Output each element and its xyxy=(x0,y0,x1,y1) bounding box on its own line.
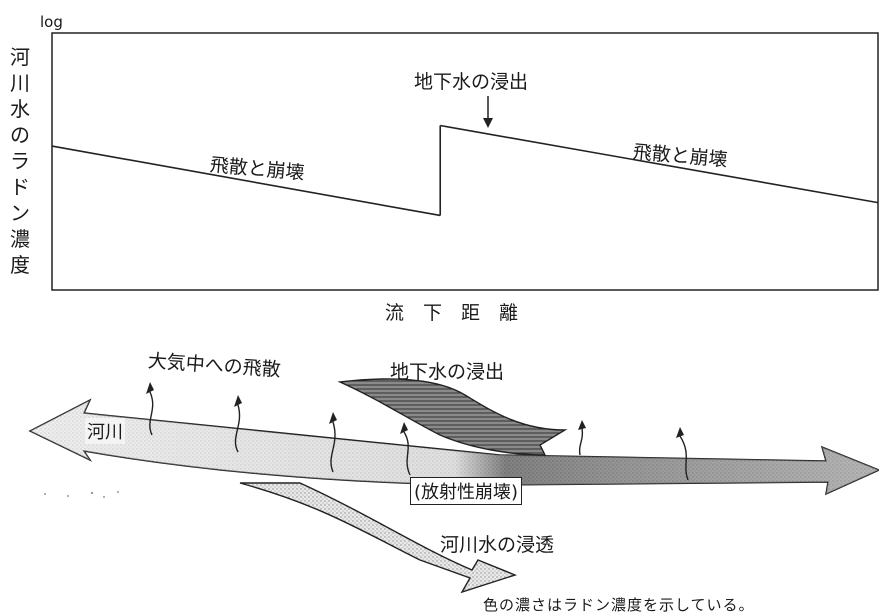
y-axis-label-char: 川 xyxy=(10,71,30,95)
river-label: 河川 xyxy=(85,418,125,444)
infiltration-label: 河川水の浸透 xyxy=(440,534,555,556)
emission-arrows xyxy=(149,391,689,481)
y-axis-label-char: の xyxy=(10,123,30,147)
log-scale-label: log xyxy=(40,13,63,31)
y-axis-label-char: 水 xyxy=(10,97,30,121)
profile-segment-downstream xyxy=(440,124,879,204)
y-axis-label-char: ン xyxy=(10,201,30,225)
groundwater-inflow-arrow xyxy=(337,378,568,456)
concentration-profile xyxy=(51,124,879,217)
speckle xyxy=(44,491,119,498)
groundwater-inflow-label: 地下水の浸出 xyxy=(390,361,505,383)
profile-segment-upstream xyxy=(51,145,441,217)
emission-arrowheads xyxy=(146,382,684,438)
groundwater-annotation: 地下水の浸出 xyxy=(414,71,529,93)
river-texture xyxy=(30,400,879,494)
y-axis-label-char: 河 xyxy=(10,45,30,69)
y-axis-label-char: 度 xyxy=(10,253,30,277)
x-axis-label: 流 下 距 離 xyxy=(385,302,519,324)
y-axis-label-char: ラ xyxy=(10,149,30,173)
infiltration-arrow xyxy=(239,482,518,594)
groundwater-arrow-head xyxy=(483,118,493,128)
caption: 色の濃さはラドン濃度を示している。 xyxy=(483,596,755,614)
decay-label: (放射性崩壊) xyxy=(410,477,523,505)
graph-frame xyxy=(51,32,879,291)
y-axis-label-char: ド xyxy=(10,175,30,199)
radon-concentration-graph xyxy=(51,32,879,291)
y-axis-label-char: 濃 xyxy=(10,227,30,251)
